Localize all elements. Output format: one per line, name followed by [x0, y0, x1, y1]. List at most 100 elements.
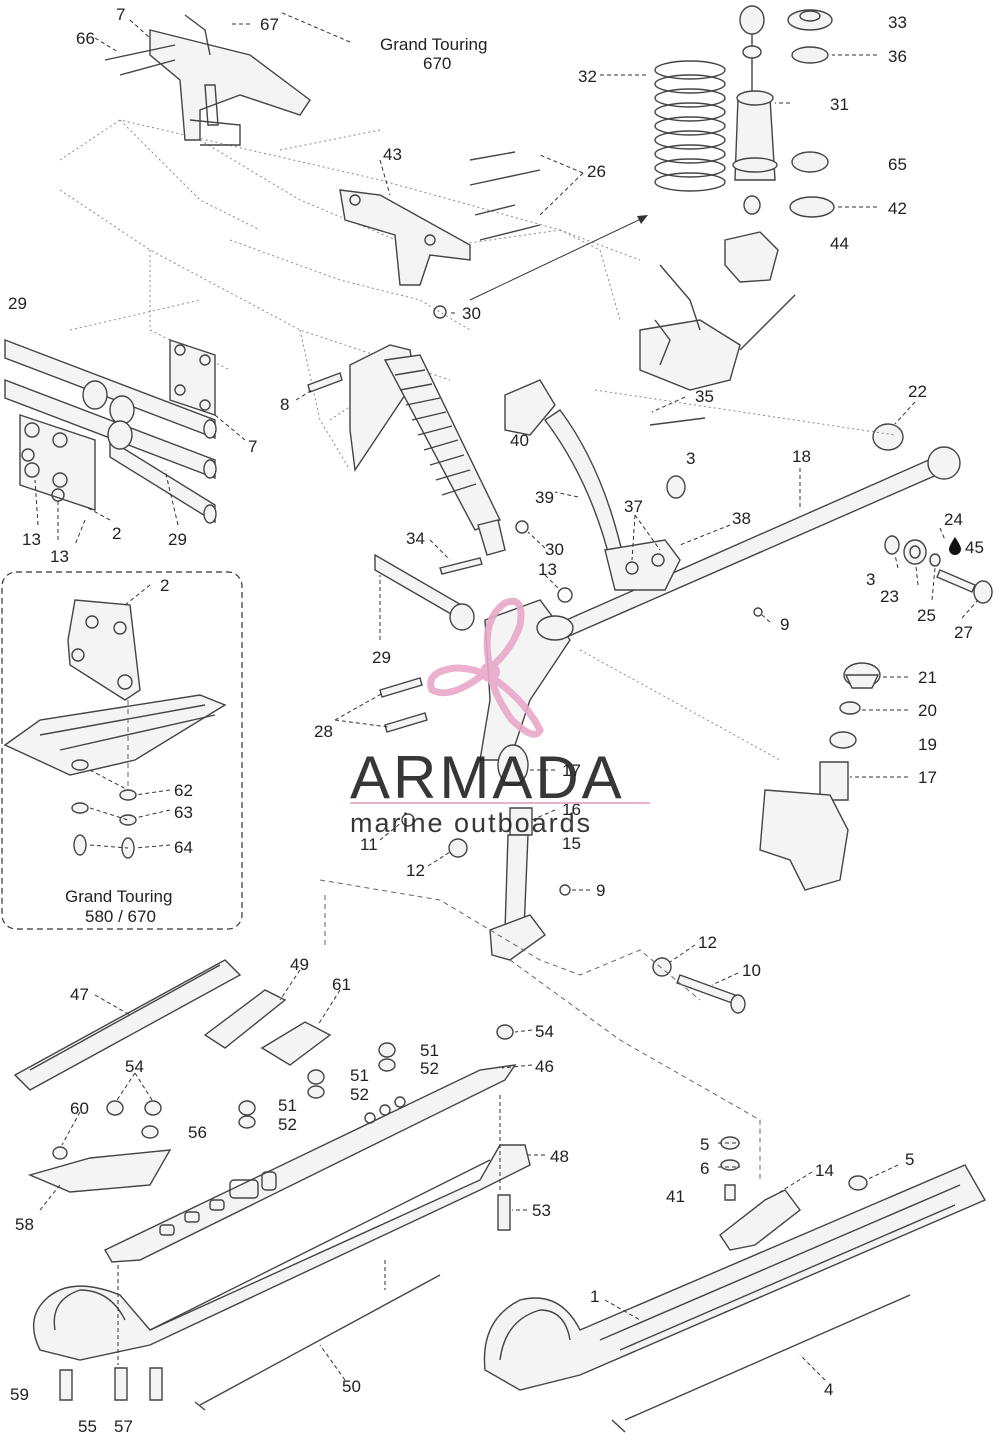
label-5-right: 5 — [905, 1150, 914, 1169]
label-14: 14 — [815, 1161, 834, 1180]
label-65: 65 — [888, 155, 907, 174]
pad-49 — [203, 989, 287, 1049]
label-51-low: 51 — [278, 1096, 297, 1115]
label-58: 58 — [15, 1215, 34, 1234]
label-35: 35 — [695, 387, 714, 406]
label-6: 6 — [700, 1159, 709, 1178]
label-29-mid: 29 — [168, 530, 187, 549]
ski-right — [483, 1136, 986, 1433]
label-55: 55 — [78, 1417, 97, 1436]
washers-right-top — [724, 9, 835, 283]
plate-58 — [27, 1149, 172, 1193]
label-67: 67 — [260, 15, 279, 34]
label-30: 30 — [462, 304, 481, 323]
caption-grand-touring-top-model: 670 — [423, 54, 451, 73]
label-15: 15 — [562, 834, 581, 853]
label-52-mid: 52 — [350, 1085, 369, 1104]
callout-labels: 7 66 67 Grand Touring 670 43 26 30 32 33… — [8, 5, 984, 1436]
label-57: 57 — [114, 1417, 133, 1436]
armada-logo-watermark: ARMADA marine outboards — [350, 597, 650, 838]
oil-drop-icon — [949, 537, 961, 555]
label-51-mid: 51 — [350, 1066, 369, 1085]
label-38: 38 — [732, 509, 751, 528]
label-3-top: 3 — [686, 449, 695, 468]
watermark-brand: ARMADA — [350, 744, 625, 811]
label-43: 43 — [383, 145, 402, 164]
label-45: 45 — [965, 538, 984, 557]
label-17-mid: 17 — [562, 761, 581, 780]
label-42: 42 — [888, 199, 907, 218]
label-47: 47 — [70, 985, 89, 1004]
label-19: 19 — [918, 735, 937, 754]
label-54-left: 54 — [125, 1057, 144, 1076]
label-9-low: 9 — [596, 881, 605, 900]
label-30-mid: 30 — [545, 540, 564, 559]
inset-box — [1, 571, 243, 930]
ski-leg-46 — [104, 1064, 517, 1263]
label-29-top: 29 — [8, 294, 27, 313]
small-nuts — [52, 1024, 514, 1160]
bracket-43 — [339, 151, 541, 319]
label-28: 28 — [314, 722, 333, 741]
label-23: 23 — [880, 587, 899, 606]
label-40: 40 — [510, 431, 529, 450]
leader-lines — [34, 11, 979, 1381]
label-9-top: 9 — [780, 615, 789, 634]
label-51-top: 51 — [420, 1041, 439, 1060]
label-25: 25 — [917, 606, 936, 625]
label-2-inset: 2 — [160, 576, 169, 595]
caption-grand-touring-top: Grand Touring — [380, 35, 487, 54]
label-52-top: 52 — [420, 1059, 439, 1078]
label-12-right: 12 — [698, 933, 717, 952]
runner-50 — [199, 1274, 441, 1406]
spindle-right — [759, 662, 881, 891]
label-21: 21 — [918, 668, 937, 687]
label-44: 44 — [830, 234, 849, 253]
label-12-mid: 12 — [406, 861, 425, 880]
label-26: 26 — [587, 162, 606, 181]
label-53: 53 — [532, 1201, 551, 1220]
label-24: 24 — [944, 510, 963, 529]
label-8: 8 — [280, 395, 289, 414]
shock-31 — [732, 5, 778, 215]
runner-47 — [13, 959, 242, 1091]
label-13-mid: 13 — [538, 560, 557, 579]
propeller-logo-icon — [427, 597, 544, 738]
label-63: 63 — [174, 803, 193, 822]
label-7-lower: 7 — [248, 437, 257, 456]
label-22: 22 — [908, 382, 927, 401]
label-32: 32 — [578, 67, 597, 86]
label-64: 64 — [174, 838, 193, 857]
label-62: 62 — [174, 781, 193, 800]
label-41: 41 — [666, 1187, 685, 1206]
left-bracket — [19, 339, 216, 511]
label-2: 2 — [112, 524, 121, 543]
label-54-right: 54 — [535, 1022, 554, 1041]
front-shock-absorber — [349, 344, 529, 575]
label-29-low: 29 — [372, 648, 391, 667]
label-27: 27 — [954, 623, 973, 642]
label-39: 39 — [535, 488, 554, 507]
ski-leg-holes — [159, 1096, 406, 1236]
bolt-10 — [652, 957, 746, 1014]
label-56: 56 — [188, 1123, 207, 1142]
label-48: 48 — [550, 1147, 569, 1166]
label-33: 33 — [888, 13, 907, 32]
label-7: 7 — [116, 5, 125, 24]
label-4: 4 — [824, 1380, 833, 1399]
label-10: 10 — [742, 961, 761, 980]
label-20: 20 — [918, 701, 937, 720]
label-3-right: 3 — [866, 570, 875, 589]
label-36: 36 — [888, 47, 907, 66]
label-5-left: 5 — [700, 1135, 709, 1154]
label-34: 34 — [406, 529, 425, 548]
label-16: 16 — [562, 800, 581, 819]
label-13-left-2: 13 — [50, 547, 69, 566]
label-52-low: 52 — [278, 1115, 297, 1134]
ball-joint-parts — [884, 535, 993, 604]
ski-48 — [32, 1144, 531, 1361]
label-60: 60 — [70, 1099, 89, 1118]
upper-bracket — [104, 14, 311, 146]
label-37: 37 — [624, 497, 643, 516]
